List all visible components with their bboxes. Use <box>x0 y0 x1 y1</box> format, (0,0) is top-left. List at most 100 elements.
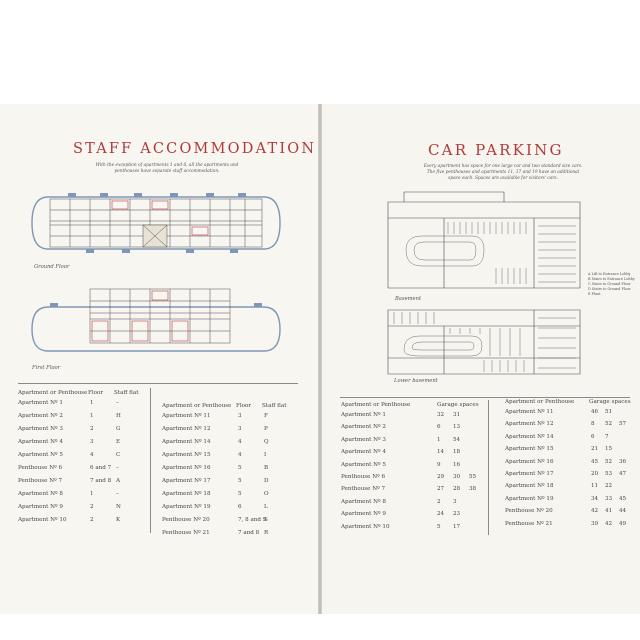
table-cell-value: 4 <box>90 452 94 458</box>
table-cell-value: 7 and 8 <box>90 478 112 484</box>
table-cell-value: 6 <box>238 504 242 510</box>
table-cell-apartment: Apartment Nº 18 <box>505 483 554 490</box>
legend-item: D Stairs to Ground Floor <box>588 287 631 291</box>
table-cell-value: 4 <box>238 439 242 445</box>
table-cell-apartment: Penthouse Nº 6 <box>341 474 386 480</box>
table-cell-value: 3 <box>238 426 242 432</box>
table-cell-value: 44 <box>619 508 627 515</box>
table-cell-value: 57 <box>619 421 627 428</box>
table-cell-apartment: Apartment Nº 8 <box>18 491 63 497</box>
table-cell-value: P <box>264 426 268 432</box>
table-cell-apartment: Apartment Nº 4 <box>341 449 386 456</box>
table-cell-apartment: Apartment Nº 15 <box>162 452 211 458</box>
table-cell-value: O <box>264 491 269 497</box>
table-cell-value: 29 <box>437 474 445 480</box>
table-cell-value: 6 and 7 <box>90 465 112 471</box>
table-cell-value: 30 <box>453 474 461 480</box>
table-cell-value: 5 <box>238 478 242 484</box>
table-cell-apartment: Apartment Nº 16 <box>162 465 211 471</box>
table-cell-value: 16 <box>453 461 461 468</box>
table-cell-value: 1 <box>90 491 94 497</box>
table-cell-value: 17 <box>453 523 461 530</box>
table-cell-value: A <box>116 478 121 484</box>
table-cell-value: H <box>116 413 121 419</box>
table-cell-value: 45 <box>619 495 627 502</box>
table-cell-value: 14 <box>437 449 445 456</box>
table-cell-value: 42 <box>605 520 613 527</box>
table-cell-value: 4 <box>238 452 242 458</box>
table-cell-value: 27 <box>437 486 445 493</box>
table-cell-apartment: Apartment Nº 9 <box>341 511 386 518</box>
table-cell-apartment: Apartment Nº 15 <box>505 446 554 453</box>
table-cell-value: F <box>264 413 268 419</box>
caption-basement: Basement <box>395 296 422 302</box>
intro-staff: With the exception of apartments 1 and 6… <box>95 163 239 174</box>
table-cell-value: 5 <box>238 465 242 471</box>
left-page <box>0 104 319 614</box>
table-cell-value: 20 <box>591 471 599 477</box>
table-cell-apartment: Apartment Nº 10 <box>341 523 390 530</box>
table-cell-value: 3 <box>453 498 457 505</box>
table-cell-apartment: Apartment Nº 3 <box>18 426 63 432</box>
table-cell-value: 54 <box>453 436 461 443</box>
table-cell-apartment: Apartment Nº 14 <box>162 439 211 445</box>
table-cell-value: 45 <box>591 458 599 465</box>
table-cell-apartment: Penthouse Nº 7 <box>341 486 386 493</box>
page-title-parking: CAR PARKING <box>428 141 564 159</box>
table-cell-value: I <box>264 452 267 458</box>
table-cell-apartment: Penthouse Nº 6 <box>18 465 63 471</box>
table-cell-apartment: Penthouse Nº 7 <box>18 478 63 484</box>
table-cell-value: 8 <box>591 421 595 428</box>
col-header-apartment: Apartment or Penthouse <box>505 399 575 405</box>
table-cell-apartment: Apartment Nº 19 <box>162 504 211 510</box>
table-cell-value: 13 <box>453 424 461 431</box>
caption-first-floor: First Floor <box>32 365 61 371</box>
intro-parking: Every apartment has space for one large … <box>423 164 583 181</box>
table-cell-value: 7 and 8 <box>238 530 260 536</box>
table-cell-apartment: Penthouse Nº 20 <box>162 517 210 523</box>
table-cell-apartment: Apartment Nº 18 <box>162 491 211 497</box>
table-cell-apartment: Apartment Nº 16 <box>505 458 554 465</box>
table-cell-value: 11 <box>591 483 599 490</box>
col-header-apartment: Apartment or Penthouse <box>18 390 88 396</box>
table-cell-value: 15 <box>605 446 613 453</box>
table-cell-apartment: Apartment Nº 1 <box>18 400 63 406</box>
legend-item: E Plant <box>588 292 601 296</box>
table-cell-apartment: Apartment Nº 5 <box>18 452 63 458</box>
table-cell-value: 23 <box>453 511 461 518</box>
table-rule-top <box>340 397 630 398</box>
table-cell-value: 28 <box>453 486 461 493</box>
table-cell-value: 52 <box>605 421 613 428</box>
col-header-staff: Staff flat <box>262 403 287 409</box>
table-cell-value: 46 <box>591 409 599 415</box>
table-cell-value: 55 <box>469 474 477 480</box>
table-cell-apartment: Penthouse Nº 21 <box>162 530 210 536</box>
legend-item: A Lift to Entrance Lobby <box>588 272 631 276</box>
col-header-floor: Floor <box>236 403 252 409</box>
page-title-staff: STAFF ACCOMMODATION <box>73 141 317 157</box>
table-divider <box>150 388 151 533</box>
table-cell-value: 7, 8 and 9 <box>238 517 267 523</box>
table-cell-value: 3 <box>238 413 242 419</box>
col-header-staff: Staff flat <box>114 390 139 396</box>
col-header-apartment: Apartment or Penthouse <box>341 402 411 408</box>
basement-plan <box>387 191 581 289</box>
table-cell-value: 1 <box>90 413 94 419</box>
table-cell-value: Q <box>264 439 269 445</box>
table-cell-value: L <box>264 504 268 510</box>
legend-item: B Stairs to Entrance Lobby <box>588 277 635 281</box>
table-cell-value: 3 <box>90 439 94 445</box>
table-cell-value: N <box>116 504 121 510</box>
table-cell-value: 34 <box>591 495 599 502</box>
table-cell-value: 47 <box>619 471 627 477</box>
table-cell-apartment: Apartment Nº 14 <box>505 433 554 440</box>
table-cell-value: 5 <box>238 491 242 497</box>
table-cell-apartment: Apartment Nº 19 <box>505 495 554 502</box>
book-gutter <box>318 104 322 614</box>
table-cell-apartment: Apartment Nº 17 <box>505 471 554 477</box>
caption-lower-basement: Lower basement <box>394 378 438 384</box>
table-cell-value: G <box>116 426 121 432</box>
table-cell-value: 18 <box>453 449 461 456</box>
table-cell-value: 41 <box>605 508 613 515</box>
table-cell-value: 5 <box>437 523 441 530</box>
